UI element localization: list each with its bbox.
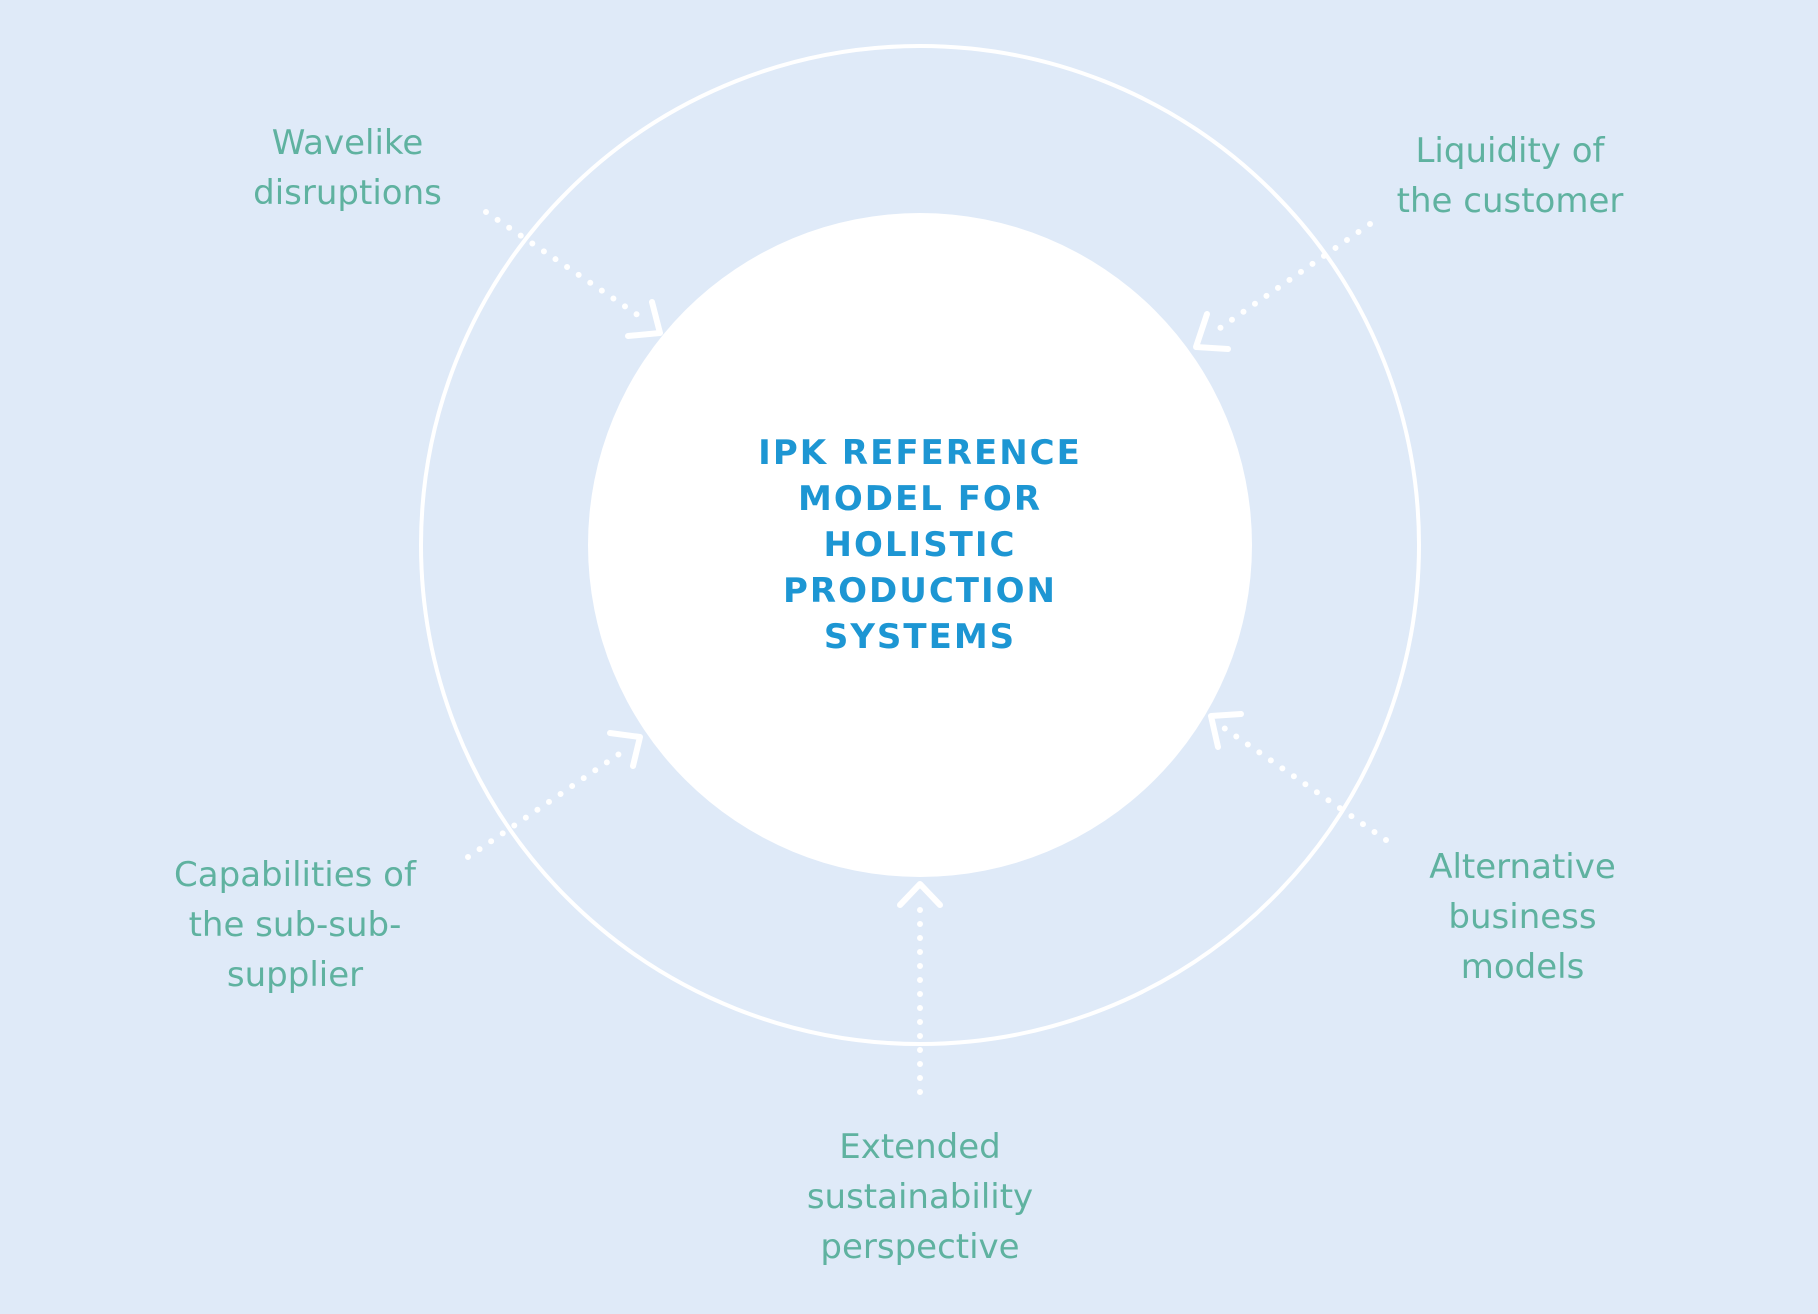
factor-label-line: models — [1460, 947, 1585, 987]
factor-label-line: the customer — [1396, 181, 1624, 221]
arrow-liquidity — [1193, 221, 1373, 352]
center-title-line: MODEL FOR — [798, 479, 1042, 519]
factor-label-line: Wavelike — [271, 123, 424, 163]
center-title-line: SYSTEMS — [823, 617, 1017, 657]
factor-label-line: the sub-sub- — [188, 905, 402, 945]
arrow-alternative — [1208, 711, 1389, 843]
center-title-line: PRODUCTION — [783, 571, 1057, 611]
factor-label-line: Extended — [839, 1127, 1001, 1167]
center-title: IPK REFERENCE MODEL FOR HOLISTIC PRODUCT… — [720, 430, 1120, 660]
factor-extended-sustainability-perspective: Extended sustainability perspective — [770, 1122, 1070, 1272]
center-title-line: HOLISTIC — [823, 525, 1017, 565]
factor-label-line: perspective — [820, 1227, 1020, 1267]
factor-label-line: disruptions — [253, 173, 442, 213]
factor-label-line: business — [1448, 897, 1597, 937]
factor-label-line: supplier — [226, 955, 364, 995]
arrow-wavelike — [483, 209, 663, 339]
factor-alternative-business-models: Alternative business models — [1390, 842, 1655, 992]
arrow-sustainability — [897, 881, 943, 1095]
factor-label-line: Alternative — [1429, 847, 1616, 887]
factor-capabilities-sub-sub-supplier: Capabilities of the sub-sub- supplier — [140, 850, 450, 1000]
factor-label-line: Capabilities of — [174, 855, 416, 895]
factor-label-line: Liquidity of — [1415, 131, 1605, 171]
center-title-line: IPK REFERENCE — [758, 433, 1082, 473]
factor-liquidity-of-customer: Liquidity of the customer — [1360, 126, 1660, 226]
factor-wavelike-disruptions: Wavelike disruptions — [200, 118, 495, 218]
outer-ring — [419, 44, 1421, 1046]
factor-label-line: sustainability — [806, 1177, 1034, 1217]
center-circle — [588, 213, 1252, 877]
arrow-capabilities — [465, 730, 643, 860]
